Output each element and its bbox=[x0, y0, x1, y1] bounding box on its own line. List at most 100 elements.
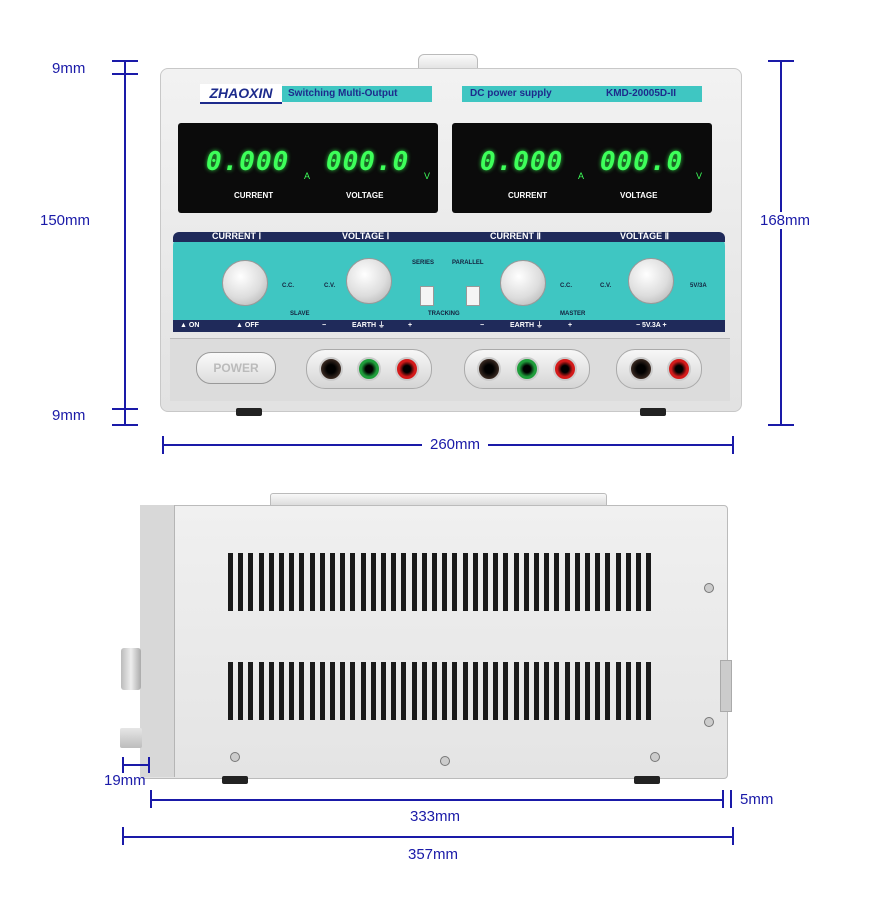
vent-slot bbox=[585, 662, 590, 720]
current-readout-left: 0.000 bbox=[206, 147, 290, 177]
current-1-knob[interactable] bbox=[222, 260, 268, 306]
vent-slot bbox=[564, 553, 570, 611]
vent-slot bbox=[381, 553, 386, 611]
vent-slot bbox=[544, 553, 550, 611]
voltage-readout-right: 000.0 bbox=[600, 147, 684, 177]
tick bbox=[732, 436, 734, 454]
vent-slot bbox=[462, 662, 468, 720]
vent-slot bbox=[452, 662, 458, 720]
terminal-positive-5v[interactable] bbox=[667, 357, 691, 381]
tick bbox=[112, 408, 138, 410]
cc-label-1: C.C. bbox=[282, 283, 294, 289]
current-label-right: CURRENT bbox=[508, 191, 548, 200]
brand-tagline: Switching Multi-Output bbox=[288, 88, 398, 99]
vent-slot bbox=[370, 662, 376, 720]
vent-slot bbox=[625, 662, 631, 720]
vent-slot bbox=[534, 553, 539, 611]
dim-top-gap: 9mm bbox=[52, 60, 86, 77]
on-label: ▲ ON bbox=[180, 322, 200, 329]
tick bbox=[112, 60, 138, 62]
brand-bar-right bbox=[462, 86, 702, 102]
terminal-earth-1[interactable] bbox=[357, 357, 381, 381]
vent-slot bbox=[319, 662, 325, 720]
terminal-negative-5v[interactable] bbox=[629, 357, 653, 381]
vent-slot bbox=[381, 662, 386, 720]
vent-slot bbox=[483, 553, 488, 611]
terminal-negative-2[interactable] bbox=[477, 357, 501, 381]
voltage-1-knob[interactable] bbox=[346, 258, 392, 304]
dim-front-width: 260mm bbox=[422, 436, 489, 453]
vent-slot bbox=[605, 553, 611, 611]
current-readout-right: 0.000 bbox=[480, 147, 564, 177]
display-left: 0.000 A 000.0 V CURRENT VOLTAGE bbox=[178, 123, 438, 213]
side-foot-left bbox=[222, 776, 248, 784]
control-panel-header bbox=[173, 232, 725, 242]
terminal-group-master bbox=[464, 349, 590, 389]
terminal-negative-1[interactable] bbox=[319, 357, 343, 381]
voltage-label-left: VOLTAGE bbox=[346, 191, 384, 200]
vent-slot bbox=[544, 662, 550, 720]
vent-slot bbox=[258, 662, 264, 720]
vent-slot bbox=[411, 553, 417, 611]
tick bbox=[768, 424, 794, 426]
vent-slot bbox=[330, 662, 335, 720]
voltage-2-knob[interactable] bbox=[628, 258, 674, 304]
vent-slot bbox=[340, 662, 346, 720]
terminal-positive-2[interactable] bbox=[553, 357, 577, 381]
vent-slot bbox=[370, 553, 376, 611]
vent-slot bbox=[350, 662, 356, 720]
vent-slot bbox=[513, 662, 519, 720]
vent-slot bbox=[258, 553, 264, 611]
vent-slot bbox=[350, 553, 356, 611]
vent-slot bbox=[289, 553, 295, 611]
front-depth-line bbox=[122, 764, 150, 766]
vent-slot bbox=[462, 553, 468, 611]
vent-slot bbox=[360, 553, 366, 611]
vent-slot bbox=[421, 662, 427, 720]
vent-slot bbox=[472, 553, 478, 611]
vent-slot bbox=[615, 662, 621, 720]
vent-slot bbox=[401, 553, 407, 611]
parallel-switch[interactable] bbox=[466, 286, 480, 306]
vent-slot bbox=[248, 662, 254, 720]
tick bbox=[768, 60, 794, 62]
voltage-readout-left: 000.0 bbox=[326, 147, 410, 177]
terminal-earth-2[interactable] bbox=[515, 357, 539, 381]
vent-slot bbox=[442, 662, 448, 720]
terminal-positive-1[interactable] bbox=[395, 357, 419, 381]
tick bbox=[730, 790, 732, 808]
terminal-group-slave bbox=[306, 349, 432, 389]
voltage-1-title: VOLTAGE Ⅰ bbox=[342, 231, 390, 241]
vent-slot bbox=[401, 662, 407, 720]
vent-slot bbox=[228, 662, 233, 720]
vent-slot bbox=[585, 553, 590, 611]
dim-rear-gap: 5mm bbox=[740, 791, 774, 808]
vent-slot bbox=[340, 553, 346, 611]
vent-slot bbox=[646, 662, 652, 720]
vent-slot bbox=[309, 553, 315, 611]
vent-slot bbox=[625, 553, 631, 611]
dim-body-depth: 333mm bbox=[410, 808, 461, 825]
vent-slot bbox=[574, 662, 580, 720]
vent-slot bbox=[483, 662, 488, 720]
power-button[interactable]: POWER bbox=[196, 352, 276, 384]
side-front-panel bbox=[140, 505, 175, 777]
vent-slot bbox=[554, 553, 560, 611]
vent-slot bbox=[564, 662, 570, 720]
vent-slot bbox=[636, 662, 641, 720]
tick bbox=[162, 436, 164, 454]
voltage-unit-left: V bbox=[424, 171, 431, 181]
vent-slot bbox=[523, 662, 529, 720]
side-knob bbox=[121, 648, 141, 690]
vent-slot bbox=[646, 553, 652, 611]
plus-label-2: + bbox=[568, 322, 573, 329]
vent-slot bbox=[523, 553, 529, 611]
terminal-group-5v bbox=[616, 349, 702, 389]
current-2-knob[interactable] bbox=[500, 260, 546, 306]
vent-slot bbox=[268, 662, 274, 720]
five-volt-output-label: − 5V.3A + bbox=[636, 322, 667, 329]
vent-slot bbox=[442, 553, 448, 611]
series-switch[interactable] bbox=[420, 286, 434, 306]
vent-slot bbox=[228, 553, 233, 611]
current-unit-left: A bbox=[304, 171, 311, 181]
